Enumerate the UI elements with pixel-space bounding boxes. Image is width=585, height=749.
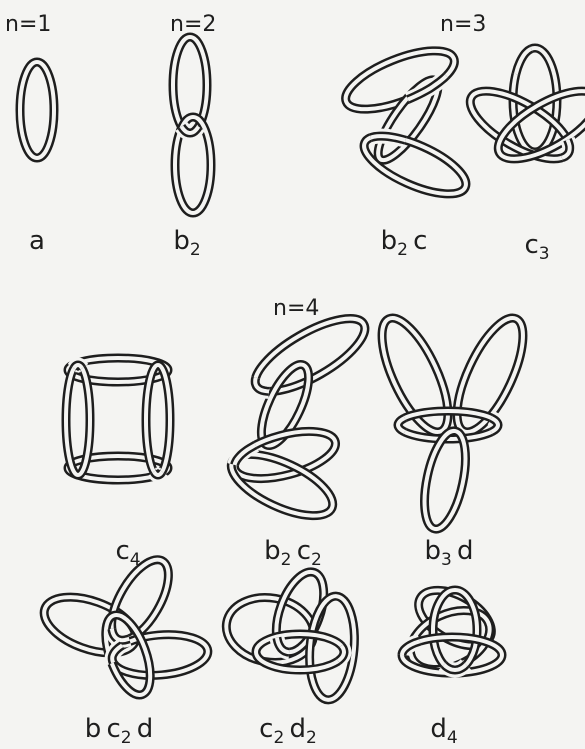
label-base: c — [106, 714, 120, 744]
label-base: d — [289, 714, 306, 744]
label-subscript: 3 — [441, 550, 452, 570]
label-b3d: b3 d — [424, 538, 473, 569]
label-base: c — [413, 226, 427, 256]
link-c3-crossing-1 — [516, 49, 531, 74]
label-a: a — [29, 228, 45, 254]
label-base: c — [524, 230, 538, 260]
label-base: b — [424, 536, 441, 566]
label-subscript: 3 — [539, 244, 550, 264]
label-subscript: 2 — [397, 240, 408, 260]
header-n3: n=3 — [440, 14, 486, 36]
link-b2c2-crossing-2 — [235, 445, 256, 465]
label-base: c — [259, 714, 273, 744]
label-d4: d4 — [430, 716, 457, 747]
link-b3d-crossing-1 — [398, 418, 405, 432]
label-subscript: 2 — [121, 728, 132, 748]
link-d4-crossing-2 — [402, 641, 420, 655]
label-base: b — [264, 536, 281, 566]
label-base: d — [457, 536, 474, 566]
label-base: c — [297, 536, 311, 566]
link-a-ring — [20, 62, 54, 158]
label-subscript: 2 — [311, 550, 322, 570]
label-bc2d: b c2 d — [85, 716, 154, 747]
label-base: c — [115, 536, 129, 566]
label-b2: b2 — [173, 228, 200, 259]
label-base: a — [29, 226, 45, 256]
label-base: d — [137, 714, 154, 744]
label-c4: c4 — [115, 538, 140, 569]
header-n1: n=1 — [5, 14, 51, 36]
label-subscript: 4 — [447, 728, 458, 748]
label-c2d2: c2 d2 — [259, 716, 317, 747]
label-b2c: b2 c — [381, 228, 428, 259]
link-b3d-ring-left — [369, 310, 461, 441]
label-b2c2: b2 c2 — [264, 538, 322, 569]
link-d4-crossing-1 — [444, 665, 466, 670]
label-subscript: 2 — [190, 240, 201, 260]
label-subscript: 2 — [273, 728, 284, 748]
label-base: b — [85, 714, 102, 744]
link-c3-crossing-2 — [562, 140, 570, 158]
link-b2c2-crossing-1 — [255, 378, 269, 392]
header-n4: n=4 — [273, 298, 319, 320]
label-subscript: 2 — [306, 728, 317, 748]
label-subscript: 2 — [281, 550, 292, 570]
link-b3d-ring-bottom — [417, 427, 473, 532]
link-c2d2-crossing-2 — [338, 646, 344, 661]
label-base: b — [173, 226, 190, 256]
link-b2c-crossing-2 — [371, 136, 406, 140]
label-base: b — [381, 226, 398, 256]
link-c4-crossing-1 — [74, 365, 82, 368]
header-n2: n=2 — [170, 14, 216, 36]
link-bc2d-crossing-2 — [112, 645, 122, 662]
link-c4-crossing-2 — [154, 472, 162, 475]
link-b2-crossing — [182, 127, 199, 133]
label-subscript: 4 — [130, 550, 141, 570]
link-c2d2-crossing-1 — [277, 638, 289, 652]
label-c3: c3 — [524, 232, 549, 263]
link-b3d-crossing-2 — [491, 418, 498, 432]
label-base: d — [430, 714, 447, 744]
link-bc2d-crossing-1 — [112, 629, 129, 640]
